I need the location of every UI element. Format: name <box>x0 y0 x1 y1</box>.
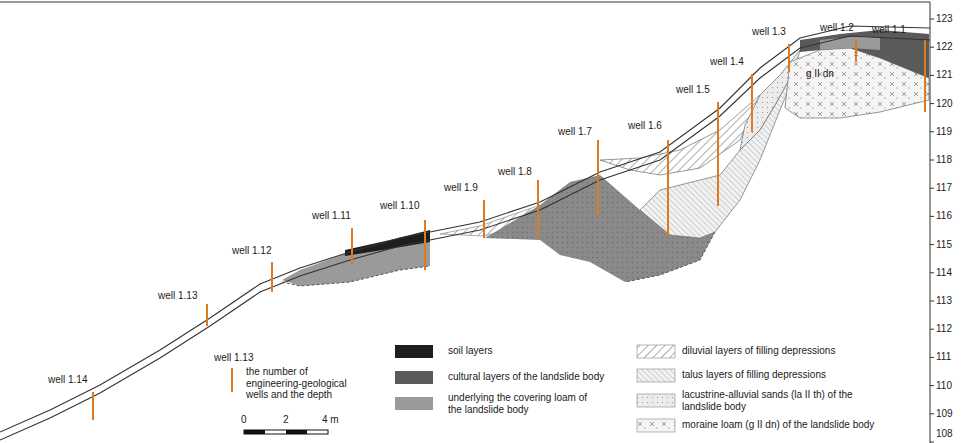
legend-pattern <box>637 345 675 358</box>
elevation-number: 118 <box>936 154 952 166</box>
scale-number: 4 m <box>322 414 339 426</box>
legend-text: the number of engineering-geological wel… <box>246 366 364 401</box>
elevation-number: 123 <box>936 13 953 25</box>
well-label: well 1.4 <box>710 56 744 68</box>
elevation-number: 112 <box>936 323 952 335</box>
elevation-number: 120 <box>936 98 953 110</box>
legend-swatch <box>395 371 433 384</box>
well-label: well 1.6 <box>628 120 662 132</box>
legend-pattern <box>637 369 675 382</box>
scale-number: 2 <box>283 414 289 426</box>
legend-swatch <box>395 345 433 358</box>
legend-text: soil layers <box>448 345 618 357</box>
elevation-number: 114 <box>936 267 952 279</box>
elevation-number: 110 <box>936 380 952 392</box>
elevation-number: 117 <box>936 182 952 194</box>
formation-index: g II dn <box>806 68 834 80</box>
well-label: well 1.11 <box>312 210 351 222</box>
legend-text: talus layers of filling depressions <box>682 369 912 381</box>
elevation-number: 121 <box>936 69 953 81</box>
elevation-number: 108 <box>936 428 953 440</box>
elevation-number: 119 <box>936 126 952 138</box>
legend-text: cultural layers of the landslide body <box>448 371 618 383</box>
well-label: well 1.8 <box>498 166 532 178</box>
legend-text: moraine loam (g II dn) of the landslide … <box>682 419 912 431</box>
well-label: well 1.3 <box>752 26 786 38</box>
well-label: well 1.1 <box>872 24 906 36</box>
scale-bar <box>244 430 328 434</box>
elevation-number: 109 <box>936 408 953 420</box>
legend-well-label: well 1.13 <box>214 352 253 364</box>
legend-text: diluvial layers of filling depressions <box>682 345 912 357</box>
elevation-number: 113 <box>936 295 952 307</box>
legend-pattern <box>637 394 675 407</box>
well-label: well 1.10 <box>380 200 419 212</box>
well-label: well 1.9 <box>444 182 478 194</box>
legend-text: underlying the covering loam of the land… <box>448 392 598 415</box>
well-label: well 1.13 <box>158 290 197 302</box>
scale-number: 0 <box>241 414 247 426</box>
well-label: well 1.14 <box>48 374 87 386</box>
legend-pattern <box>637 419 675 432</box>
elevation-number: 122 <box>936 41 953 53</box>
well-label: well 1.2 <box>820 22 854 34</box>
well-label: well 1.5 <box>676 84 710 96</box>
elevation-number: 111 <box>936 351 951 363</box>
well-label: well 1.12 <box>232 245 271 257</box>
elevation-number: 116 <box>936 210 952 222</box>
legend-text: lacustrine-alluvial sands (la II th) of … <box>682 389 867 412</box>
elevation-number: 115 <box>936 239 952 251</box>
legend-swatch <box>395 397 433 410</box>
well-label: well 1.7 <box>558 126 592 138</box>
